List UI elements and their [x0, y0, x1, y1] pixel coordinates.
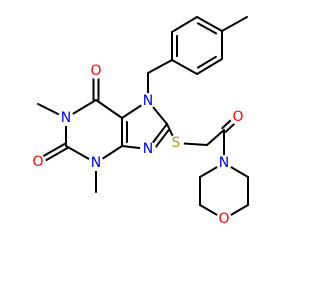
atom-background-n3: [88, 155, 104, 171]
atom-labels: N N N N N O O O O S: [30, 63, 246, 227]
atom-label-o2: O: [32, 154, 43, 170]
atom-background-s: [168, 135, 184, 151]
bond-ar3-ar4-inner: [197, 22, 218, 35]
atom-background-o2: [30, 154, 46, 170]
bond-ar3-ar4: [196, 16, 223, 32]
bond-ar5-ar6: [196, 58, 223, 75]
bond-ar5-ar6-inner: [196, 55, 217, 69]
molecule-structure: N N N N N O O O O S: [30, 16, 249, 227]
atom-label-s: S: [172, 135, 181, 151]
atom-label-n7: N: [143, 93, 153, 109]
bond-ch2bn-ar1: [147, 59, 173, 74]
atom-label-oketo: O: [232, 109, 243, 125]
bond-ar6-ar1: [171, 59, 198, 75]
atom-background-n1: [58, 110, 74, 126]
bond-c6-c5: [95, 99, 123, 119]
atom-label-n9: N: [143, 141, 153, 157]
atom-label-omorph: O: [218, 211, 229, 227]
atom-background-o6: [88, 63, 104, 79]
atom-background-n9: [140, 141, 156, 157]
bond-c8-n9-inner: [153, 129, 170, 150]
atom-background-omorph: [216, 211, 232, 227]
atom-label-nmorph: N: [219, 155, 229, 171]
atom-background-nmorph: [216, 155, 232, 171]
bond-ch2s-cco: [206, 129, 225, 146]
atom-background-n7: [140, 93, 156, 109]
bond-ar2-ar3: [171, 16, 198, 33]
atom-label-n1: N: [61, 110, 71, 126]
atom-label-n3: N: [91, 155, 101, 171]
bond-ar4-me4: [221, 16, 248, 32]
atom-label-o6: O: [90, 63, 101, 79]
atom-background-oketo: [230, 109, 246, 125]
